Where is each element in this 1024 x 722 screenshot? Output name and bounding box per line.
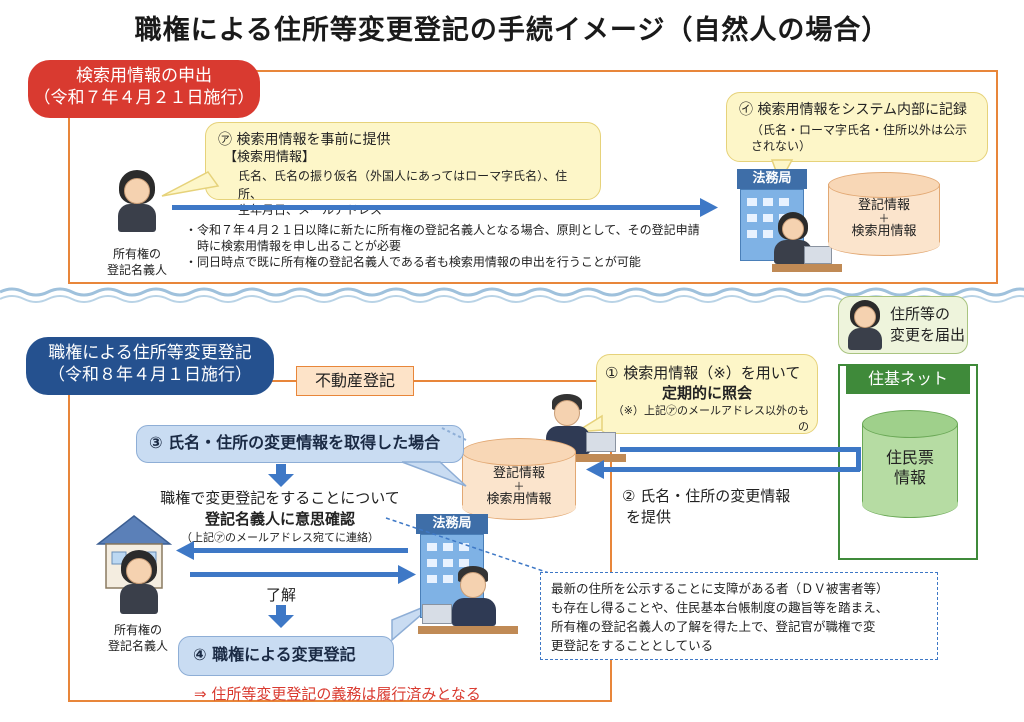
- down-arrow-1: [268, 464, 294, 487]
- laptop-icon: [422, 604, 452, 624]
- bottom-db-line2: 検索用情報: [486, 492, 552, 507]
- top-provide-arrowhead: [700, 198, 718, 217]
- query-arrow: [620, 447, 860, 452]
- bottom-db-line1: 登記情報: [492, 466, 545, 481]
- owner-face: [124, 178, 150, 204]
- step3-bubble-tail: [401, 461, 467, 487]
- consent-arrow: [190, 572, 400, 577]
- dv-note4: 更登記をすることとしている: [551, 638, 714, 653]
- step1-title: ① 検索用情報（※）を用いて: [605, 364, 801, 382]
- resident-figure: [846, 300, 886, 352]
- bottom-badge: 職権による住所等変更登記 （令和８年４月１日施行）: [26, 337, 274, 395]
- provide-arrow: [600, 467, 860, 472]
- top-note1b: 時に検索用情報を申し出ることが必要: [197, 239, 402, 253]
- top-owner-figure: [112, 170, 162, 232]
- bubble-a-head: 【検索用情報】: [224, 150, 316, 165]
- resident-line1: 住所等の: [890, 305, 951, 323]
- bottom-owner-figure: [114, 550, 164, 614]
- consent-arrowhead: [398, 565, 416, 584]
- top-owner-label2: 登記名義人: [106, 263, 167, 277]
- juki-db-line2: 情報: [893, 468, 926, 487]
- juki-label: 住基ネット: [867, 369, 948, 388]
- step1-bubble: ① 検索用情報（※）を用いて 定期的に照会 （※）上記㋐のメールアドレス以外のも…: [596, 354, 818, 434]
- top-db-line1: 登記情報: [857, 198, 910, 213]
- dv-connector: [385, 517, 553, 575]
- top-note1: ・令和７年４月２１日以降に新たに所有権の登記名義人となる場合、原則として、その登…: [185, 223, 700, 237]
- juki-db-line1: 住民票: [885, 448, 934, 467]
- bubble-a-body1: 氏名、氏名の振り仮名（外国人にあってはローマ字氏名）、住所、: [238, 169, 568, 201]
- bottom-badge-line1: 職権による住所等変更登記: [48, 343, 252, 363]
- bottom-bureau-label: 法務局: [432, 516, 472, 531]
- step2-line2: を提供: [626, 508, 672, 526]
- bottom-bureau-sign: 法務局: [416, 514, 488, 534]
- dv-note2: も存在し得ることや、住民基本台帳制度の趣旨等を踏まえ、: [551, 600, 889, 615]
- confirm-text: 職権で変更登記をすることについて 登記名義人に意思確認 （上記㋐のメールアドレス…: [130, 488, 430, 546]
- page-title: 職権による住所等変更登記の手続イメージ（自然人の場合）: [134, 15, 890, 46]
- bubble-a-tail: [161, 171, 220, 197]
- bubble-record-search-info: ㋑ 検索用情報をシステム内部に記録 （氏名・ローマ字氏名・住所以外は公示されない…: [726, 92, 988, 162]
- bubble-b-title: ㋑ 検索用情報をシステム内部に記録: [739, 102, 968, 118]
- dv-note3: 所有権の登記名義人の了解を得た上で、登記官が職権で変: [551, 619, 876, 634]
- ryokai-text: 了解: [266, 586, 297, 604]
- top-owner-label: 所有権の 登記名義人: [92, 246, 182, 278]
- bottom-db-text: 登記情報 ＋ 検索用情報: [462, 466, 576, 507]
- top-bureau-sign: 法務局: [737, 169, 807, 189]
- confirm-arrow: [190, 548, 408, 553]
- dv-note-box: 最新の住所を公示することに支障がある者（ＤＶ被害者等） も存在し得ることや、住民…: [540, 572, 938, 660]
- top-badge: 検索用情報の申出 （令和７年４月２１日施行）: [28, 60, 260, 118]
- step3-bubble: ③ 氏名・住所の変更情報を取得した場合: [136, 425, 464, 463]
- down-arrow-2: [268, 605, 294, 628]
- top-db-text: 登記情報 ＋ 検索用情報: [828, 198, 940, 239]
- bottom-badge-line2: （令和８年４月１日施行）: [48, 365, 252, 385]
- top-db-line2: 検索用情報: [851, 224, 917, 239]
- top-note2: ・同日時点で既に所有権の登記名義人である者も検索用情報の申出を行うことが可能: [185, 255, 641, 269]
- bubble-provide-search-info: ㋐ 検索用情報を事前に提供 【検索用情報】 氏名、氏名の振り仮名（外国人にあって…: [205, 122, 601, 217]
- confirm-note: （上記㋐のメールアドレス宛てに連絡）: [181, 531, 379, 544]
- bottom-db-plus: ＋: [513, 480, 525, 493]
- bubble-a-body2: 生年月日、メールアドレス: [238, 203, 383, 217]
- provide-arrowhead: [586, 460, 604, 479]
- resident-text: 住所等の 変更を届出: [890, 304, 968, 346]
- top-badge-line2: （令和７年４月２１日施行）: [33, 88, 255, 108]
- step4-bubble: ④ 職権による変更登記: [178, 636, 394, 676]
- top-owner-label1: 所有権の: [112, 247, 161, 261]
- realestate-label: 不動産登記: [314, 371, 395, 390]
- confirm-bold: 登記名義人に意思確認: [204, 510, 355, 528]
- laptop-icon: [804, 246, 832, 264]
- top-bureau-label: 法務局: [752, 171, 792, 186]
- juki-db-text: 住民票 情報: [862, 448, 958, 488]
- dv-note1: 最新の住所を公示することに支障がある者（ＤＶ被害者等）: [551, 581, 889, 596]
- step2-text: ② 氏名・住所の変更情報 を提供: [622, 486, 832, 528]
- bubble-b-body: （氏名・ローマ字氏名・住所以外は公示されない）: [751, 123, 968, 153]
- step2-line1: ② 氏名・住所の変更情報: [622, 487, 791, 505]
- top-badge-line1: 検索用情報の申出: [76, 66, 212, 86]
- owner-body: [118, 204, 156, 232]
- top-notes: ・令和７年４月２１日以降に新たに所有権の登記名義人となる場合、原則として、その登…: [185, 222, 725, 270]
- step4-text: ④ 職権による変更登記: [193, 645, 356, 664]
- bottom-clerk2-figure: [418, 566, 528, 636]
- top-db-plus: ＋: [878, 212, 890, 225]
- realestate-label-box: 不動産登記: [296, 366, 414, 396]
- bottom-owner-label2: 登記名義人: [107, 639, 168, 653]
- resident-line2: 変更を届出: [890, 326, 966, 344]
- step3-pointer: [441, 427, 467, 441]
- bottom-owner-label1: 所有権の: [113, 623, 162, 637]
- top-provide-arrow: [172, 205, 702, 210]
- step1-bold: 定期的に照会: [661, 384, 752, 402]
- laptop-icon: [586, 432, 616, 452]
- confirm-line1: 職権で変更登記をすることについて: [160, 489, 400, 507]
- result-text: ⇒ 住所等変更登記の義務は履行済みとなる: [194, 685, 481, 703]
- step3-text: ③ 氏名・住所の変更情報を取得した場合: [149, 433, 441, 452]
- top-clerk-figure: [772, 212, 842, 272]
- juki-label-box: 住基ネット: [846, 364, 970, 394]
- bubble-a-title: ㋐ 検索用情報を事前に提供: [218, 132, 391, 148]
- bottom-owner-label: 所有権の 登記名義人: [88, 622, 188, 654]
- step1-note: （※）上記㋐のメールアドレス以外のもの: [612, 404, 809, 433]
- confirm-arrowhead: [176, 541, 194, 560]
